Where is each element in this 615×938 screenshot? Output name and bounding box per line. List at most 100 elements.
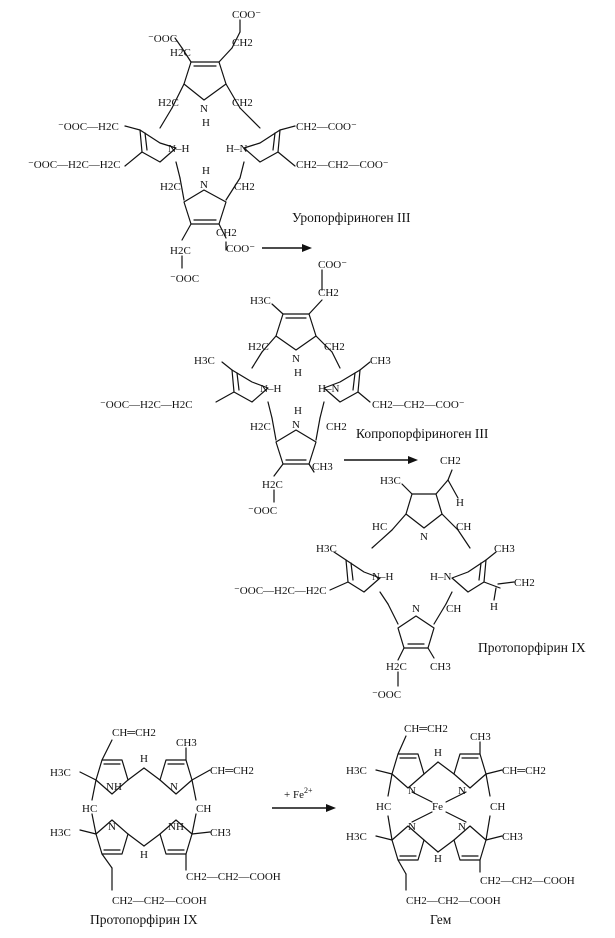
heme-hc-left: HC [376, 801, 391, 813]
proto1-h2c-bottom: H2C [386, 661, 407, 673]
heme-h3c-left-bottom: H3C [346, 831, 367, 843]
copro-ch2-top: CH2 [318, 287, 339, 299]
uro-coo-bottom: COO⁻ [226, 243, 255, 255]
proto1-hc-bridge-1: HC [372, 521, 387, 533]
reaction-arrow-3 [272, 804, 336, 812]
proto1-ooc-bottom: ⁻OOC [372, 689, 401, 701]
protoporphyrin-structure-1 [329, 469, 515, 687]
uro-h2c-bridge-1: H2C [158, 97, 179, 109]
uro-h-bottom: H [202, 165, 210, 177]
heme-ch2ch2cooh-right: CH2—CH2—COOH [480, 875, 575, 887]
uro-h-n-right: H–N [226, 143, 247, 155]
caption-uroporphyrinogen: Уропорфіриноген III [292, 210, 411, 225]
copro-h2c-bridge-3: H2C [250, 421, 271, 433]
heme-ch-ch2-top: CH═CH2 [404, 723, 448, 735]
proto1-ch3-right: CH3 [494, 543, 515, 555]
heme-fe: Fe [432, 801, 443, 813]
proto1-h-n-right: H–N [430, 571, 451, 583]
reaction-arrow-2 [344, 456, 418, 464]
heme-h-bridge-bottom: H [434, 853, 442, 865]
uro-h2c-bottom-1: H2C [170, 245, 191, 257]
proto1-ch2-top: CH2 [440, 455, 461, 467]
proto2-h-bridge-top: H [140, 753, 148, 765]
heme-n-top-left: N [408, 785, 416, 797]
copro-n-h-left: N–H [260, 383, 281, 395]
proto2-ch-right: CH [196, 803, 211, 815]
uro-h2c-bridge-3: H2C [160, 181, 181, 193]
uro-ch2-bottom: CH2 [216, 227, 237, 239]
heme-h-bridge-top: H [434, 747, 442, 759]
copro-h2c-bottom: H2C [262, 479, 283, 491]
proto1-ch-bridge-4: CH [446, 603, 461, 615]
uro-ooc-ch2-left: ⁻OOC—H2C [58, 121, 119, 133]
proto2-hc-left: HC [82, 803, 97, 815]
uroporphyrinogen-structure [124, 19, 296, 269]
heme-n-top-right: N [458, 785, 466, 797]
reaction-arrow-1 [262, 244, 312, 252]
fe-reagent-label: + Fe2+ [284, 786, 313, 801]
caption-protoporphyrin-2: Протопорфірин IX [90, 912, 198, 927]
proto2-ch3-top: CH3 [176, 737, 197, 749]
copro-h3c-top: H3C [250, 295, 271, 307]
proto1-ooc-ch2ch2-left: ⁻OOC—H2C—H2C [234, 585, 327, 597]
uro-ch2-bridge-4: CH2 [234, 181, 255, 193]
copro-h-n-right: H–N [318, 383, 339, 395]
proto2-ch-ch2-right: CH═CH2 [210, 765, 254, 777]
proto2-ch2ch2cooh-bottom: CH2—CH2—COOH [112, 895, 207, 907]
uro-n-bottom: N [200, 179, 208, 191]
proto2-nh-top: NH [106, 781, 122, 793]
copro-ch3-bottom: CH3 [312, 461, 333, 473]
proto2-h3c-left-bottom: H3C [50, 827, 71, 839]
caption-coproporphyrinogen: Копропорфіриноген III [356, 426, 489, 441]
copro-n-bottom: N [292, 419, 300, 431]
proto1-h-vinyl-right: H [490, 601, 498, 613]
proto1-n-bottom: N [412, 603, 420, 615]
heme-n-bottom-right: N [458, 821, 466, 833]
copro-h3c-left: H3C [194, 355, 215, 367]
uro-ooc-bottom: ⁻OOC [170, 273, 199, 285]
protoporphyrin-structure-2 [79, 739, 211, 891]
proto1-ch-bridge-2: CH [456, 521, 471, 533]
caption-heme: Гем [430, 912, 452, 927]
proto1-ch2-vinyl-right: CH2 [514, 577, 535, 589]
heme-ch3-top: CH3 [470, 731, 491, 743]
uro-coo-top: COO⁻ [232, 9, 261, 21]
copro-h-bottom: H [294, 405, 302, 417]
copro-n-top: N [292, 353, 300, 365]
proto1-h3c-top: H3C [380, 475, 401, 487]
proto1-n-h-left: N–H [372, 571, 393, 583]
heme-ch2ch2cooh-bottom: CH2—CH2—COOH [406, 895, 501, 907]
proto2-ch2ch2cooh-right: CH2—CH2—COOH [186, 871, 281, 883]
proto2-h-bridge-bottom: H [140, 849, 148, 861]
uro-n-h-left: N–H [168, 143, 189, 155]
uro-ch2ch2-coo-right: CH2—CH2—COO⁻ [296, 159, 389, 171]
heme-ch-right: CH [490, 801, 505, 813]
uro-ooc-ch2ch2-left: ⁻OOC—H2C—H2C [28, 159, 121, 171]
copro-ch2-bridge-2: CH2 [324, 341, 345, 353]
copro-ch3-right: CH3 [370, 355, 391, 367]
coproporphyrinogen-structure [215, 269, 371, 503]
heme-h3c-left: H3C [346, 765, 367, 777]
proto1-ch3-bottom: CH3 [430, 661, 451, 673]
caption-protoporphyrin-1: Протопорфірин IX [478, 640, 586, 655]
copro-ch2-bridge-4: CH2 [326, 421, 347, 433]
uro-h2c-top: H2C [170, 47, 191, 59]
uro-h-top: H [202, 117, 210, 129]
proto1-h3c-left: H3C [316, 543, 337, 555]
copro-ooc-bottom: ⁻OOC [248, 505, 277, 517]
heme-n-bottom-left: N [408, 821, 416, 833]
proto2-hn-bottom: NH [168, 821, 184, 833]
uro-ch2-top: CH2 [232, 37, 253, 49]
copro-h2c-bridge-1: H2C [248, 341, 269, 353]
proto1-h-vinyl: H [456, 497, 464, 509]
uro-ooc-top: ⁻OOC [148, 33, 177, 45]
uro-ch2-coo-right: CH2—COO⁻ [296, 121, 357, 133]
copro-ooc-ch2ch2-left: ⁻OOC—H2C—H2C [100, 399, 193, 411]
copro-coo-top: COO⁻ [318, 259, 347, 271]
uro-ch2-bridge-2: CH2 [232, 97, 253, 109]
proto2-ch-ch2-top: CH═CH2 [112, 727, 156, 739]
heme-ch3-right: CH3 [502, 831, 523, 843]
proto1-n-top: N [420, 531, 428, 543]
proto2-ch3-right: CH3 [210, 827, 231, 839]
